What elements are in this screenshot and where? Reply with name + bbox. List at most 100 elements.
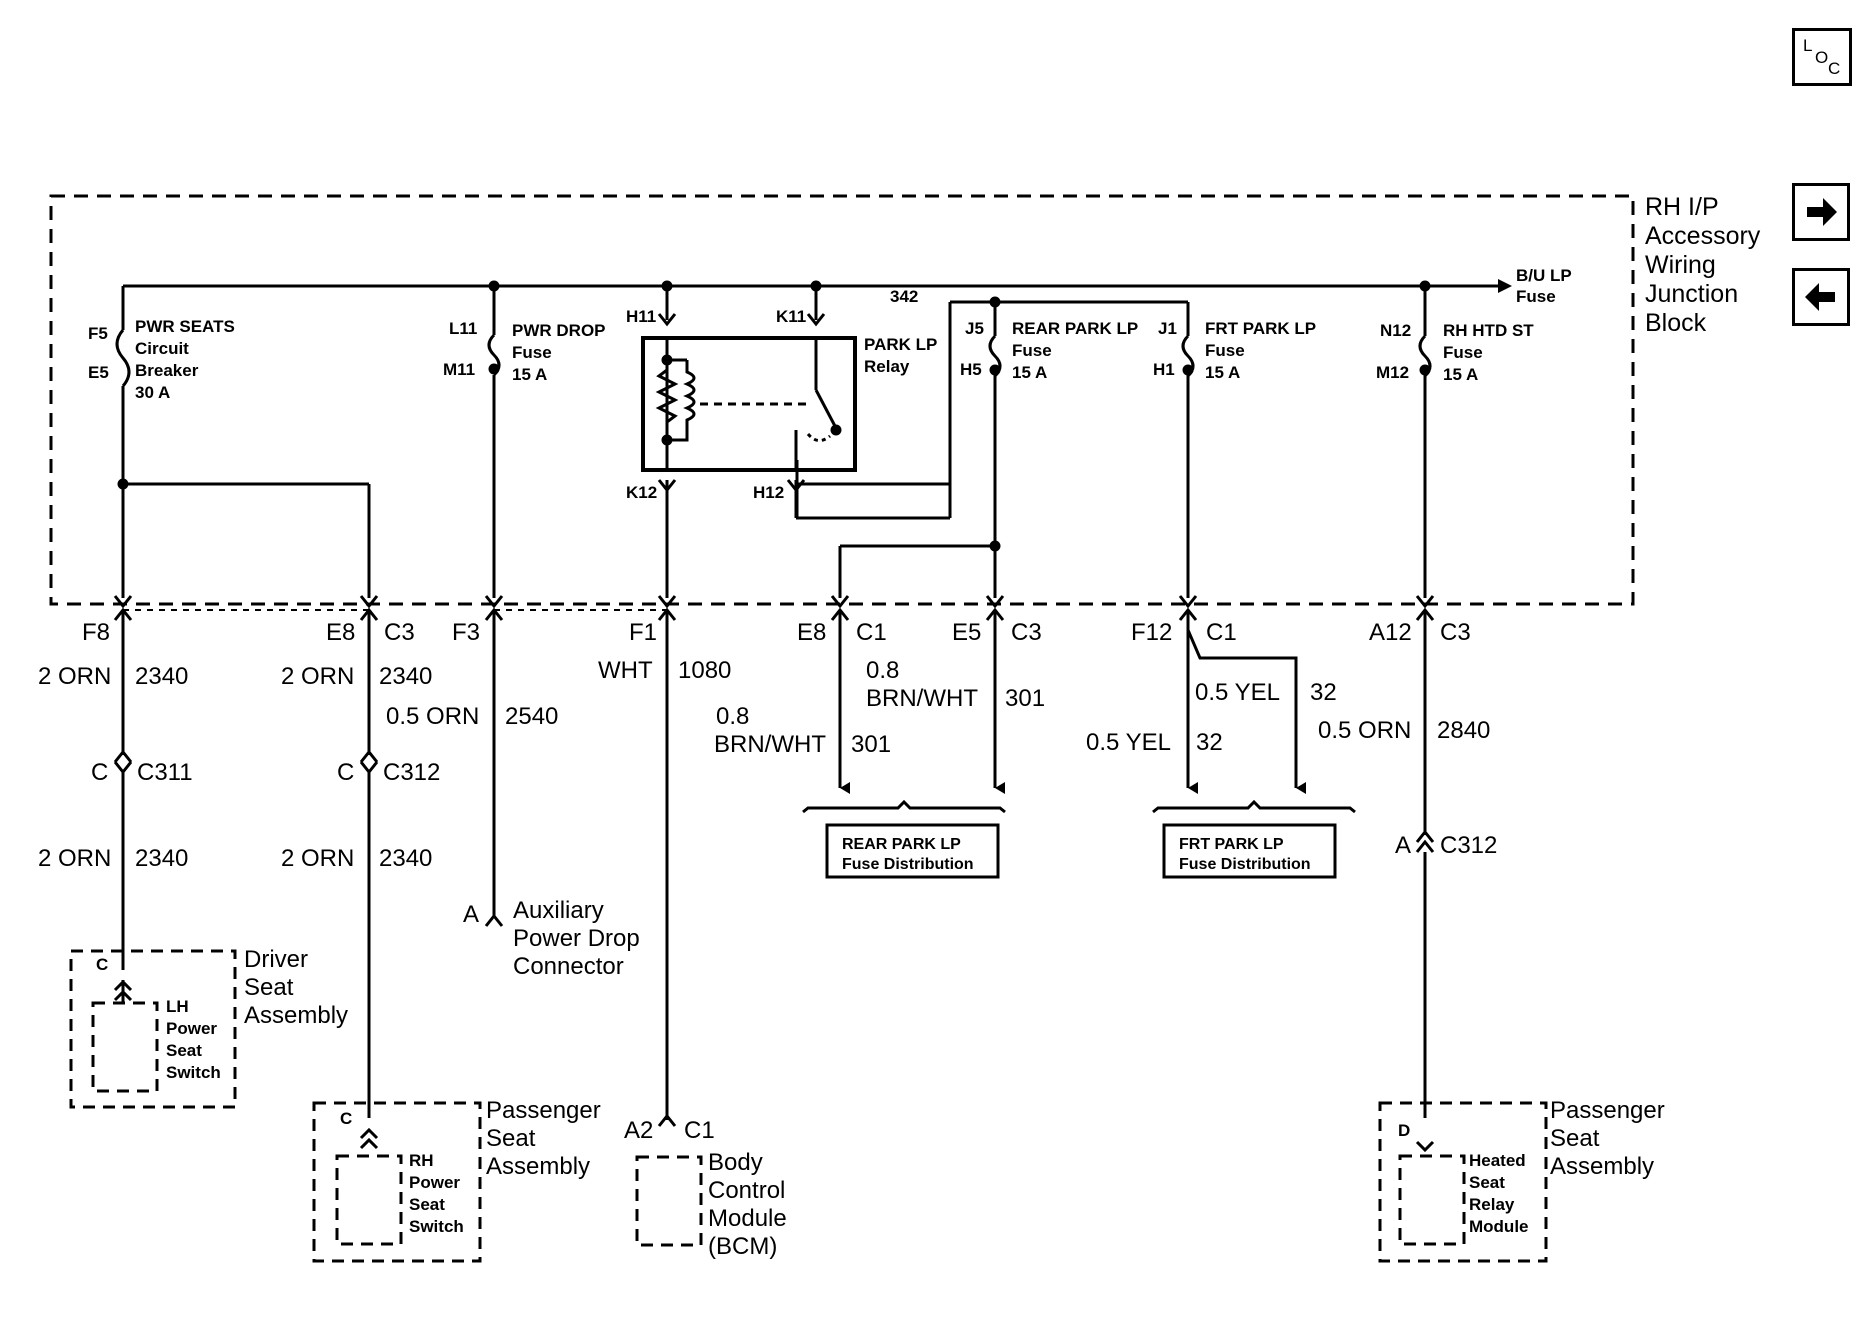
- c312b-label: C312: [1440, 832, 1497, 859]
- pin-e8: E8: [326, 619, 355, 646]
- block-title-5: Block: [1645, 309, 1707, 337]
- wire2b-gauge: 2 ORN: [281, 845, 354, 872]
- aux-pin: A: [463, 901, 479, 928]
- wire3-num: 2540: [505, 703, 558, 730]
- pwr-drop-pin-top: L11: [449, 319, 477, 338]
- wire2-gauge: 2 ORN: [281, 663, 354, 690]
- frt-dist-label-1: FRT PARK LP: [1179, 836, 1284, 853]
- pass-l-label-2: Seat: [486, 1125, 536, 1152]
- wire-342-label: 342: [890, 287, 918, 306]
- wiring-schematic: RH I/P Accessory Wiring Junction Block B…: [38, 193, 1761, 1263]
- bu-fuse-label-2: Fuse: [1516, 287, 1556, 306]
- rear-fuse-pin-top: J5: [965, 319, 984, 338]
- wire6-num: 301: [1005, 685, 1045, 712]
- prev-page-button[interactable]: [1792, 268, 1850, 326]
- harness-wires: [113, 612, 1435, 1127]
- aux-label-2: Power Drop: [513, 925, 640, 952]
- wire1-gauge: 2 ORN: [38, 663, 111, 690]
- pin-c1-b: C1: [1206, 619, 1237, 646]
- pwr-drop-label-3: 15 A: [512, 365, 547, 384]
- wire1b-num: 2340: [135, 845, 188, 872]
- wire2b-num: 2340: [379, 845, 432, 872]
- wire6-gauge: 0.8: [866, 657, 899, 684]
- bcm-label-2: Control: [708, 1177, 785, 1204]
- wire8-num: 32: [1310, 679, 1337, 706]
- bcm-label-1: Body: [708, 1149, 763, 1176]
- pwr-seats-pin-top: F5: [88, 324, 108, 343]
- relay-pin-h11: H11: [626, 307, 656, 326]
- wire3-gauge: 0.5 ORN: [386, 703, 479, 730]
- pass-r-inner-4: Module: [1469, 1217, 1529, 1236]
- pin-c1-a: C1: [856, 619, 887, 646]
- driver-inner-2: Power: [166, 1019, 217, 1038]
- frt-fuse-label-1: FRT PARK LP: [1205, 319, 1316, 338]
- rear-fuse-label-1: REAR PARK LP: [1012, 319, 1138, 338]
- rear-fuse-pin-bot: H5: [960, 360, 982, 379]
- pin-f3: F3: [452, 619, 480, 646]
- pin-e5: E5: [952, 619, 981, 646]
- driver-label-2: Seat: [244, 974, 294, 1001]
- frt-dist-label-2: Fuse Distribution: [1179, 856, 1311, 873]
- pin-f12: F12: [1131, 619, 1172, 646]
- c311-label: C311: [137, 759, 193, 786]
- loc-button[interactable]: L O C: [1792, 28, 1852, 86]
- driver-seat-assembly: [69, 949, 237, 1109]
- pwr-drop-pin-bot: M11: [443, 360, 475, 379]
- rear-fuse-label-3: 15 A: [1012, 363, 1047, 382]
- park-lp-relay: [641, 280, 952, 598]
- htd-fuse-pin-top: N12: [1380, 321, 1411, 340]
- bu-fuse-label-1: B/U LP: [1516, 266, 1572, 285]
- rear-dist-label-1: REAR PARK LP: [842, 836, 961, 853]
- loc-icon: L O C: [1803, 36, 1840, 78]
- driver-seat-pin: C: [96, 955, 108, 974]
- pwr-seats-breaker: [115, 286, 371, 598]
- wire1b-gauge: 2 ORN: [38, 845, 111, 872]
- driver-inner-4: Switch: [166, 1063, 221, 1082]
- pin-e8-b: E8: [797, 619, 826, 646]
- pass-r-pin: D: [1398, 1121, 1410, 1140]
- bcm-box: [635, 1155, 703, 1247]
- pass-r-label-3: Assembly: [1550, 1153, 1654, 1180]
- driver-inner-3: Seat: [166, 1041, 202, 1060]
- relay-label-1: PARK LP: [864, 335, 937, 354]
- frt-fuse-label-2: Fuse: [1205, 341, 1245, 360]
- wire7-num: 32: [1196, 729, 1223, 756]
- c312a-label: C312: [383, 759, 440, 786]
- frt-fuse-pin-top: J1: [1158, 319, 1177, 338]
- htd-fuse-label-2: Fuse: [1443, 343, 1483, 362]
- pin-a12: A12: [1369, 619, 1412, 646]
- arrow-left-icon: [1805, 283, 1835, 311]
- pass-l-inner-1: RH: [409, 1151, 434, 1170]
- pass-l-inner-2: Power: [409, 1173, 460, 1192]
- pass-r-inner-1: Heated: [1469, 1151, 1526, 1170]
- block-title-1: RH I/P: [1645, 193, 1719, 221]
- block-title-4: Junction: [1645, 280, 1738, 308]
- pwr-drop-fuse: [487, 280, 501, 598]
- driver-label-3: Assembly: [244, 1002, 348, 1029]
- rear-fuse-label-2: Fuse: [1012, 341, 1052, 360]
- rear-park-fuse: [838, 296, 1002, 598]
- pin-c3-a: C3: [384, 619, 415, 646]
- rear-dist-label-2: Fuse Distribution: [842, 856, 974, 873]
- driver-label-1: Driver: [244, 946, 308, 973]
- pwr-seats-label-4: 30 A: [135, 383, 170, 402]
- wire4-num: 1080: [678, 657, 731, 684]
- rh-htd-fuse: [1418, 280, 1432, 598]
- wire7-color: 0.5 YEL: [1086, 729, 1171, 756]
- wire8-color: 0.5 YEL: [1195, 679, 1280, 706]
- pass-l-inner-3: Seat: [409, 1195, 445, 1214]
- htd-fuse-label-3: 15 A: [1443, 365, 1478, 384]
- pwr-seats-label-1: PWR SEATS: [135, 317, 235, 336]
- relay-pin-k11: K11: [776, 307, 806, 326]
- pass-l-label-1: Passenger: [486, 1097, 601, 1124]
- htd-fuse-pin-bot: M12: [1376, 363, 1409, 382]
- pwr-seats-pin-bot: E5: [88, 363, 109, 382]
- pin-f1: F1: [629, 619, 657, 646]
- aux-label-1: Auxiliary: [513, 897, 604, 924]
- pass-l-label-3: Assembly: [486, 1153, 590, 1180]
- next-page-button[interactable]: [1792, 183, 1850, 241]
- frt-fuse-pin-bot: H1: [1153, 360, 1175, 379]
- frt-park-fuse: [1181, 302, 1195, 598]
- wire5-color: BRN/WHT: [714, 731, 826, 758]
- relay-pin-k12: K12: [626, 483, 657, 502]
